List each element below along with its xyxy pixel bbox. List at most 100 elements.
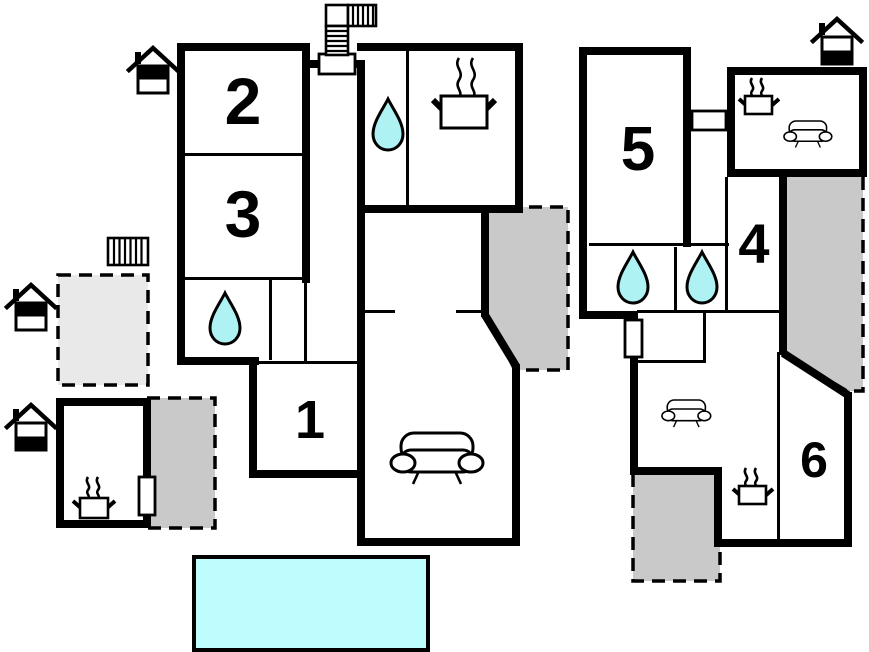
pot-body [743,94,774,116]
outdoor-steps-icon [106,236,150,267]
wall-segment [844,392,852,547]
chimney [135,52,141,64]
wall-segment [703,313,706,363]
door-marker-right-side [623,318,644,359]
wall-segment [727,67,735,177]
steam-icon [456,57,476,99]
sofa-arm [818,131,833,143]
wall-segment [727,169,867,177]
sofa-icon [389,431,485,485]
house-bottom-filled-icon [809,15,865,66]
wall-segment [674,247,677,312]
terrace-left-building [485,205,570,372]
room-label-5: 5 [621,115,655,184]
wall-segment [859,67,867,177]
wall-segment [579,311,638,319]
wall-segment-diagonal [780,349,851,399]
wall-segment [725,177,728,311]
steps-treads [112,238,143,265]
house-top-filled-icon [125,44,181,95]
water-drop-icon [616,248,650,305]
wall-segment [180,153,304,156]
wall-segment [714,539,852,547]
pot-body [737,484,768,506]
room-label-1: 1 [295,390,325,450]
house-bottom-filled-icon [3,401,59,452]
wall-segment [357,43,523,51]
wall-segment [683,47,691,247]
right-building-walls [579,47,867,547]
wall-segment [348,60,365,68]
house-fill [138,66,168,80]
wall-segment [56,398,151,406]
roof [125,44,181,74]
outbuilding-walls [56,398,151,528]
roof [3,401,59,431]
pot-body [78,496,110,520]
wall-segment [56,520,151,528]
door-marker-right-entry [690,109,728,132]
staircase-icon [324,3,378,57]
terrace-upper-left [56,273,150,387]
wall-segment [630,314,638,475]
room-label-4: 4 [738,212,769,275]
wall-segment [308,60,324,68]
wall-segment [630,467,722,475]
cooking-pot-icon [737,77,781,116]
wall-segment [302,43,310,283]
water-drop-icon [208,289,242,346]
wall-segment [357,60,365,546]
wall-segment [269,280,272,360]
wall-segment [357,205,523,213]
wall-segment [177,43,185,365]
water-drop-icon [685,248,719,305]
wall-segment [252,361,360,364]
wall-segment [636,360,706,363]
wall-segment [177,357,259,365]
chimney [13,289,19,301]
wall-segment [714,470,722,547]
drop-shape [208,289,242,346]
wall-segment [512,364,520,546]
house-fill [16,303,46,317]
room-label-2: 2 [225,64,262,138]
wall-segment [177,43,310,51]
stair-treads [326,5,375,53]
terrace-right-building-south [631,469,722,583]
terraces [56,171,865,583]
room-label-6: 6 [800,432,828,488]
cooking-pot-icon [71,476,117,520]
wall-segment [727,67,867,75]
house-fill [16,436,46,450]
sofa-icon [783,120,833,148]
wall-segment [515,43,523,213]
wall-segment [779,169,787,355]
wall-segment [456,310,483,313]
steam-icon [85,476,101,500]
wall-segment [481,205,489,317]
wall-segment [406,51,409,205]
stair-landing [324,3,350,28]
drop-shape [371,95,405,152]
sofa-arm [457,452,485,474]
house-fill [822,50,852,64]
roof [3,281,59,311]
left-building-walls [177,43,523,546]
wall-segment [579,47,587,319]
wall-segment [249,357,257,478]
chimney [819,23,825,35]
door-marker-left-entry [317,52,357,76]
wall-segment [249,470,365,478]
sofa-arm [783,131,798,143]
wall-segment [365,310,395,313]
pot-body [439,94,489,130]
wall-segment [56,398,64,528]
drop-shape [616,248,650,305]
wall-segment [357,538,520,546]
sofa-arm [661,410,676,422]
swimming-pool [192,555,430,652]
cooking-pot-icon [731,467,775,506]
wall-segment [143,398,151,528]
wall-segment [180,277,304,280]
